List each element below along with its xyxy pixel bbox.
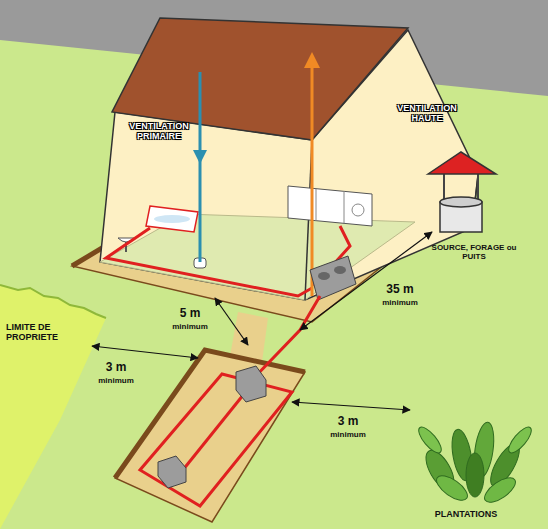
- bathtub: [146, 206, 198, 232]
- bed-wall: [115, 350, 305, 478]
- high-vent: [311, 66, 314, 296]
- bathtub-water: [154, 215, 190, 223]
- filter-bed: [115, 350, 305, 522]
- kitchen-unit-edge: [344, 191, 345, 223]
- kitchen-units: [288, 186, 372, 226]
- dimension-line: [300, 232, 432, 330]
- distribution-box: [236, 366, 266, 402]
- collecting-box: [158, 456, 186, 488]
- well-label: SOURCE, FORAGE ou PUITS: [430, 243, 518, 261]
- washing-machine-door: [352, 204, 364, 216]
- tank-lid: [318, 272, 330, 280]
- vent-arrowhead: [193, 150, 207, 164]
- well-roof: [428, 152, 496, 174]
- dimension-note: minimum: [170, 322, 210, 331]
- dimension-value: 3 m: [328, 415, 368, 429]
- plants-label: PLANTATIONS: [418, 509, 514, 519]
- dimension-value: 3 m: [96, 361, 136, 375]
- spreading-pipes: [140, 374, 292, 506]
- property-limit: [0, 285, 106, 318]
- dimension-line: [215, 298, 248, 345]
- dimension-value: 5 m: [170, 307, 210, 321]
- dimension-line: [292, 402, 410, 410]
- supply-pipe: [252, 296, 320, 380]
- dimension-value: 35 m: [378, 283, 422, 297]
- plants: [415, 421, 535, 507]
- primary-vent: [199, 72, 202, 262]
- dimension-line: [92, 346, 198, 358]
- tank-lid: [334, 266, 346, 274]
- neighbour-plot: [0, 285, 106, 529]
- kitchen-unit-edge: [316, 189, 317, 221]
- dimension-note: minimum: [328, 430, 368, 439]
- wastewater-pipe: [106, 228, 312, 296]
- vent-label: VENTILATION HAUTE: [393, 103, 461, 124]
- dimension-note: minimum: [96, 376, 136, 385]
- vent-arrowhead: [304, 52, 320, 68]
- well-rim: [440, 197, 482, 207]
- dimension-note: minimum: [378, 298, 422, 307]
- boundary-label: LIMITE DE PROPRIETE: [6, 322, 70, 343]
- vent-label: VENTILATION PRIMAIRE: [124, 121, 194, 142]
